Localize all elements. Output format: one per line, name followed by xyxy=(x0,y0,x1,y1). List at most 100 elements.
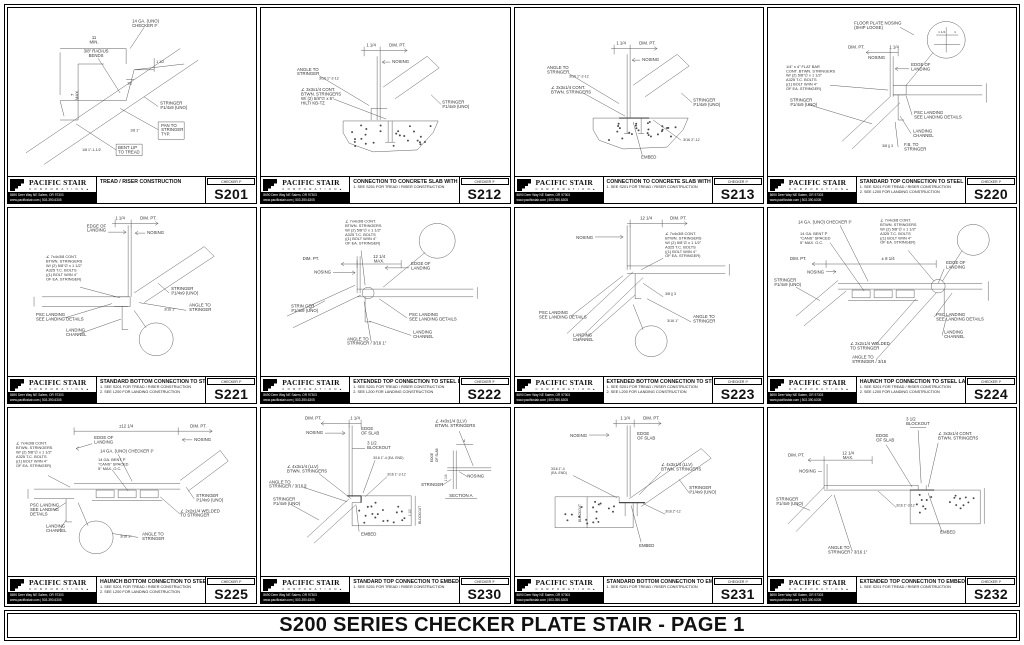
sketch-line xyxy=(829,242,865,292)
concrete-dot xyxy=(382,509,385,512)
sketch-line xyxy=(383,56,428,88)
sketch-line xyxy=(361,250,366,286)
detail-note-1: 1. SEE S201 FOR TREAD / RISER CONSTRUCTI… xyxy=(353,185,445,190)
brand-contact-line: www.pacificstair.com | 503.390.6305 xyxy=(10,597,62,602)
logo-row: PACIFIC STAIR C O R P O R A T I O N ▴ xyxy=(768,377,856,392)
brand-address: 8690 Deer Way NE Salem, OR 97303 www.pac… xyxy=(514,392,603,403)
concrete-dot xyxy=(399,134,402,137)
title-block: PACIFIC STAIR C O R P O R A T I O N ▴ 86… xyxy=(514,176,763,203)
brand-name: PACIFIC STAIR xyxy=(788,378,847,388)
stair-steps-icon xyxy=(769,378,787,391)
sketch-line xyxy=(144,96,159,107)
annotation-label: NOSING xyxy=(306,430,323,435)
annotation-label: 1/8 1"-1-1/2 xyxy=(82,148,101,152)
detail-number-cell: CHECKER ℙ S201 xyxy=(205,177,256,203)
sketch-line xyxy=(630,505,641,543)
brand-contact-line: www.pacificstair.com | 503.390.6305 xyxy=(263,397,315,402)
checker-plate-label: CHECKER ℙ xyxy=(967,178,1015,185)
sketch-line xyxy=(188,460,229,492)
checker-plate-label: CHECKER ℙ xyxy=(207,578,256,585)
checker-plate-label: CHECKER ℙ xyxy=(460,578,509,585)
annotation-label: NOSING xyxy=(642,57,659,62)
logo-cell: PACIFIC STAIR C O R P O R A T I O N ▴ 86… xyxy=(261,577,351,603)
sketch-polyline xyxy=(134,230,139,236)
logo-text: PACIFIC STAIR C O R P O R A T I O N ▴ xyxy=(282,179,342,190)
sketch-line xyxy=(442,479,452,486)
checker-plate-label: CHECKER ℙ xyxy=(207,378,256,385)
sketch-line xyxy=(899,116,912,134)
logo-row: PACIFIC STAIR C O R P O R A T I O N ▴ xyxy=(8,577,96,592)
sketch-line xyxy=(905,95,913,116)
sketch-line xyxy=(570,275,623,317)
brand-contact-line: www.pacificstair.com | 503.390.6305 xyxy=(10,397,62,402)
concrete-dot xyxy=(401,510,404,513)
concrete-dot xyxy=(379,124,382,127)
detail-number: S232 xyxy=(974,586,1008,602)
brand-name: PACIFIC STAIR xyxy=(29,178,87,188)
logo-cell: PACIFIC STAIR C O R P O R A T I O N ▴ 86… xyxy=(767,377,857,403)
brand-address: 8690 Deer Way NE Salem, OR 97303 www.pac… xyxy=(261,192,350,203)
logo-cell: PACIFIC STAIR C O R P O R A T I O N ▴ 86… xyxy=(514,577,604,603)
logo-row: PACIFIC STAIR C O R P O R A T I O N ▴ xyxy=(515,377,603,392)
detail-title-cell: TREAD / RISER CONSTRUCTION xyxy=(97,177,205,203)
sketch-line xyxy=(97,58,121,94)
sketch-line xyxy=(79,318,122,334)
sketch-polyline xyxy=(342,430,346,436)
concrete-dot xyxy=(648,120,651,123)
concrete-dot xyxy=(915,503,918,506)
brand-address-line: 8690 Deer Way NE Salem, OR 97303 xyxy=(10,593,64,598)
sketch-line xyxy=(632,304,643,330)
logo-cell: PACIFIC STAIR C O R P O R A T I O N ▴ 86… xyxy=(514,177,604,203)
sketch-line xyxy=(642,503,665,515)
concrete-dot xyxy=(354,145,357,147)
detail-note-1: 1. SEE S201 FOR TREAD / RISER CONSTRUCTI… xyxy=(859,185,951,190)
logo-cell: PACIFIC STAIR C O R P O R A T I O N ▴ 86… xyxy=(261,177,351,203)
concrete-dot xyxy=(364,514,367,517)
annotation-label: 1 1/2 xyxy=(156,60,164,64)
annotation-label: DIM. PT. xyxy=(790,256,806,261)
concrete-dot xyxy=(646,128,649,131)
annotation-label: ∠ 3x3x1/4 CONT.BTWN. STRINGERS xyxy=(551,85,591,94)
concrete-dot xyxy=(413,130,416,133)
annotation-label: DIM. PT. xyxy=(190,423,206,428)
brand-address-line: 8690 Deer Way NE Salem, OR 97303 xyxy=(263,393,317,398)
sketch-line xyxy=(680,92,692,103)
sketch-polyline xyxy=(895,289,915,299)
concrete-dot xyxy=(660,130,663,133)
sketch-polyline xyxy=(139,489,159,499)
detail-note-2: 2. SEE L200 FOR LANDING CONSTRUCTION xyxy=(859,390,940,395)
sketch-line xyxy=(795,286,820,301)
annotation-label: DIM. PT. xyxy=(670,216,686,221)
concrete-dot xyxy=(395,132,398,135)
concrete-dot xyxy=(365,128,368,130)
sketch-line xyxy=(568,73,619,104)
sketch-polyline xyxy=(619,234,624,240)
annotation-label: 1/8 1" xyxy=(130,129,140,133)
detail-number: S222 xyxy=(467,386,502,402)
title-block: PACIFIC STAIR C O R P O R A T I O N ▴ 86… xyxy=(514,376,763,403)
sketch-polyline xyxy=(155,221,159,226)
concrete-dot xyxy=(580,506,583,509)
sketch-polyline xyxy=(157,121,185,140)
annotation-label: NOSING xyxy=(570,433,587,438)
sketch-polyline xyxy=(631,58,635,63)
brand-subname: C O R P O R A T I O N ▴ xyxy=(29,386,90,391)
brand-subname: C O R P O R A T I O N ▴ xyxy=(282,186,343,191)
brand-contact-line: www.pacificstair.com | 503.390.6305 xyxy=(516,197,569,202)
sketch-circle xyxy=(926,21,966,59)
annotation-label: BLOCKOUT xyxy=(418,506,422,524)
